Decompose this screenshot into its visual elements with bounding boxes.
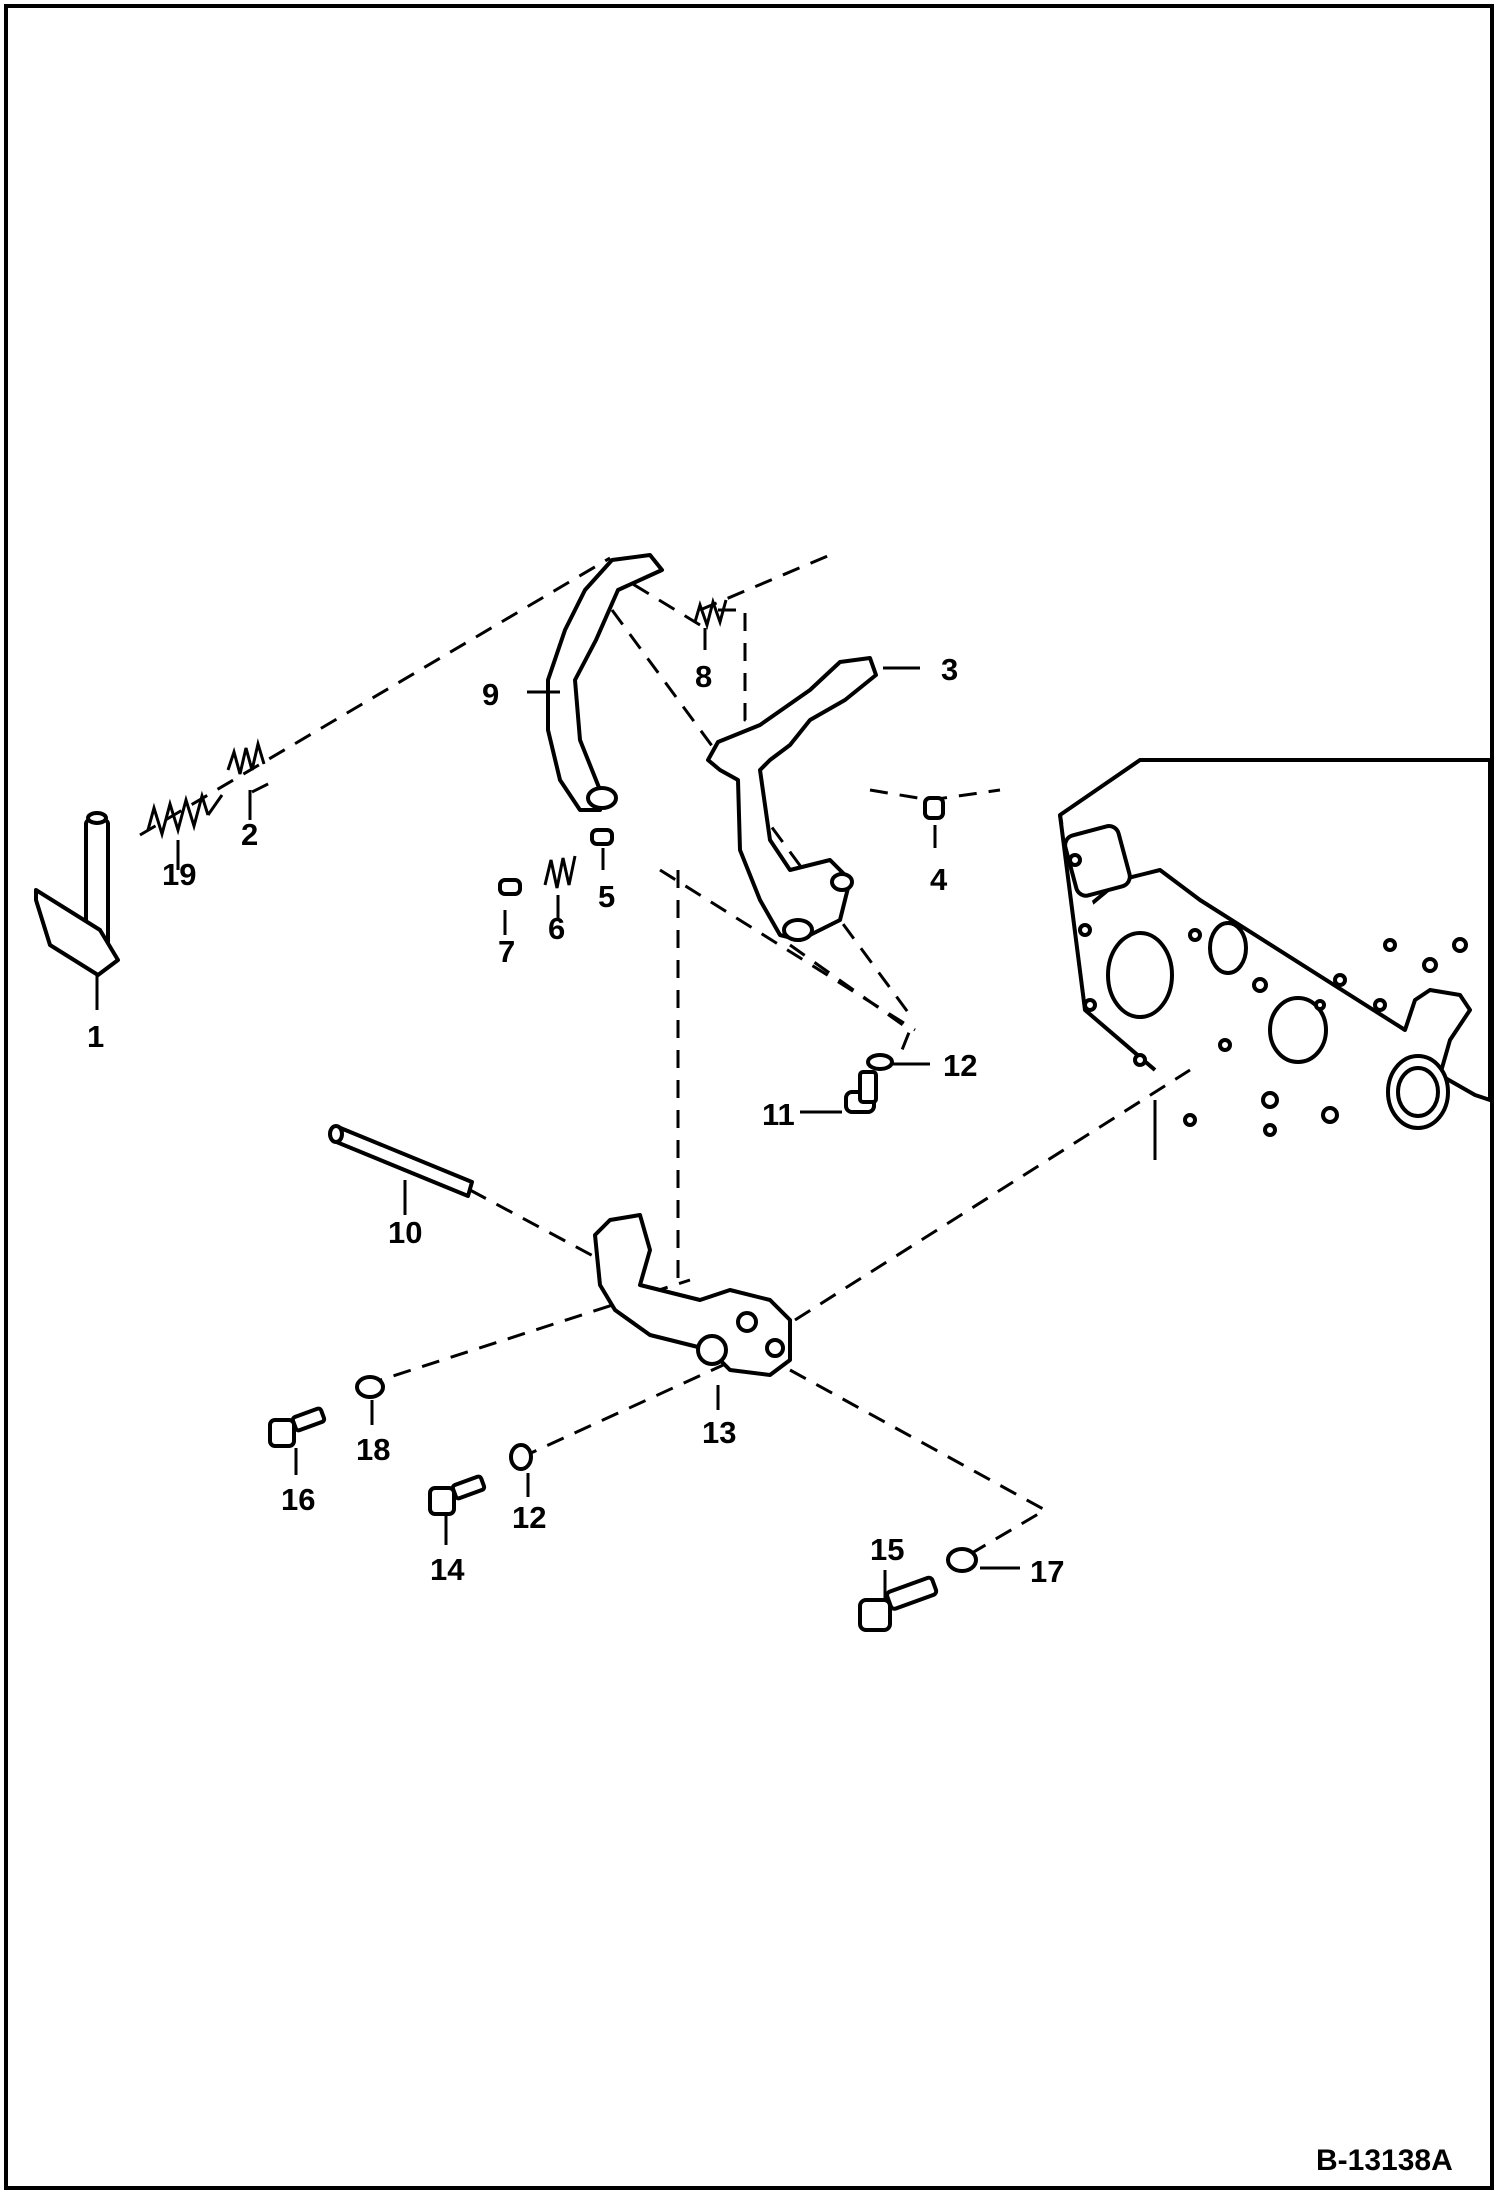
part-7-plug [498,878,522,896]
callout-18: 18 [356,1432,390,1467]
part-5-pin [590,828,614,846]
part-1-lever-shaft [34,811,120,977]
part-4-plug [923,796,945,820]
engine-block-housing [1058,758,1492,1160]
callout-6: 6 [548,911,565,946]
callout-12-lower: 12 [512,1500,546,1535]
part-2-spring [226,738,266,775]
callout-13: 13 [702,1415,736,1450]
assembly-lines [139,553,1191,1562]
callout-15: 15 [870,1532,904,1567]
callout-14: 14 [430,1552,465,1587]
part-9-arm [546,553,664,812]
part-17-washer [946,1547,978,1573]
callout-9: 9 [482,677,499,712]
callout-16: 16 [281,1482,315,1517]
part-19-spring [146,790,224,840]
callout-19: 19 [162,857,196,892]
callout-7: 7 [498,934,515,969]
callout-10: 10 [388,1215,422,1250]
callout-5: 5 [598,879,615,914]
part-3-lever-bracket [706,656,878,942]
part-13-bracket [593,1213,792,1377]
callout-2: 2 [241,817,258,852]
callout-17: 17 [1030,1554,1064,1589]
part-11-bolt [844,1070,878,1114]
callout-8: 8 [695,659,712,694]
part-18-washer [355,1375,385,1399]
part-10-rod [328,1124,474,1198]
part-16-bolt [268,1406,327,1448]
part-8-spring [693,596,728,631]
part-12-washer-upper [866,1053,894,1071]
part-14-bolt [428,1474,487,1516]
part-6-spring [543,855,577,889]
callout-1: 1 [87,1019,104,1054]
figure-reference-number: B-13138A [1316,2144,1453,2177]
callout-11: 11 [762,1097,795,1132]
callout-labels: 1 2 3 4 5 6 7 8 9 10 11 12 12 13 14 15 1… [87,652,1064,1589]
callout-12-upper: 12 [943,1048,977,1083]
leader-lines [95,628,1020,1600]
part-12-washer-lower [509,1443,533,1471]
callout-4: 4 [930,862,948,897]
part-15-bolt [858,1575,939,1632]
callout-3: 3 [941,652,958,687]
